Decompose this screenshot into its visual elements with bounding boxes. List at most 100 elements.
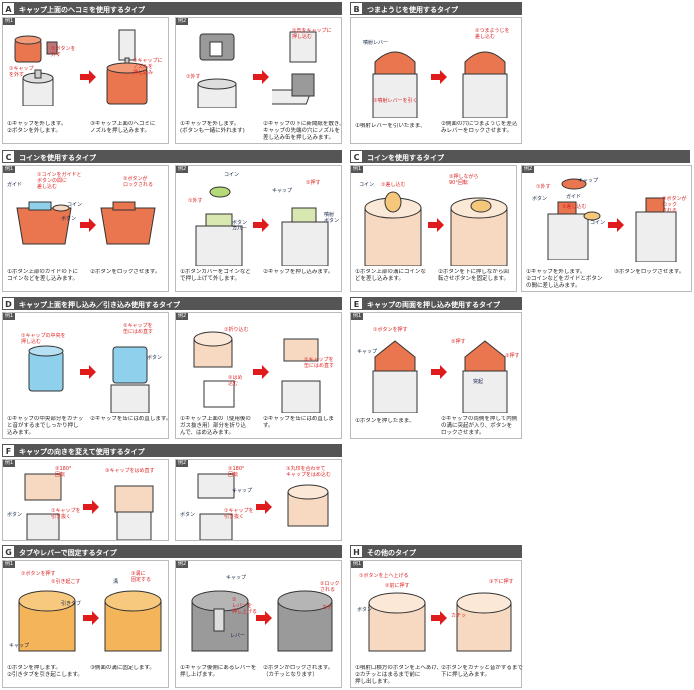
label-button: ボタン xyxy=(61,216,76,222)
caption-d2-right: ②キャップを缶にはめ直しま す。 xyxy=(263,416,343,430)
caption-a1-left: ①キャップを外します。 ②ボタンを外します。 xyxy=(7,121,87,135)
label-guide: ガイド xyxy=(7,182,22,188)
callout-refit-cap: ③キャップをはめ直す xyxy=(105,468,154,474)
coin-slot-illustration xyxy=(357,186,429,266)
label-coin: コイン xyxy=(224,172,239,178)
caption-g1-left: ①ボタンを押します。 ②引きタブを引き起こします。 xyxy=(7,665,91,679)
callout-rotate-180: ②180° 回転 xyxy=(228,466,245,478)
label-cap: キャップ xyxy=(578,178,598,184)
cap-rotate-illustration xyxy=(13,468,79,540)
caption-c1a-left: ①ボタン上部のガイドの下に コインなどを差し込みます。 xyxy=(7,269,91,283)
caption-c2a-left: ①ボタン上部の溝にコインな どを差し込みます。 xyxy=(355,269,439,283)
caption-c1b-right: ②キャップを押し込みます。 xyxy=(263,269,343,276)
toothpick-lock-illustration xyxy=(455,32,515,118)
example-box-g1: 例1 ①ボタンを押す ②引き起こす 引きタブ キャップ 溝 ③溝に 固定する ①… xyxy=(2,560,169,688)
button-locked-illustration xyxy=(95,188,165,248)
label-button: ボタン xyxy=(7,512,22,518)
lever-cap-illustration xyxy=(184,579,254,657)
callout-remove: ①外す xyxy=(188,198,202,204)
label-cap: キャップ xyxy=(272,188,292,194)
callout-fix-in-groove: ③溝に 固定する xyxy=(131,571,151,583)
example-box-e1: 例1 ①ボタンを押す キャップ ②押す ②押す 突起 ①ボタンを押したまま、 ②… xyxy=(350,312,522,439)
label-cap: キャップ xyxy=(357,349,377,355)
label-lever: レバー xyxy=(230,633,245,639)
callout-pull-cap: ①キャップを 引き抜く xyxy=(51,508,80,520)
step-arrow-icon xyxy=(428,218,444,232)
example-box-c1b: 例2 コイン ①外す ボタン カバー キャップ ②押す 噴射 ボタン ①ボタンカ… xyxy=(175,165,342,292)
callout-remove-cap: ①キャップ を外す xyxy=(9,66,33,78)
cap-align-illustration xyxy=(278,482,338,540)
callout-press-center: ①キャップの中央を 押し込む xyxy=(21,333,65,345)
example-tag: 例1 xyxy=(351,166,363,173)
callout-remove: ①外す xyxy=(186,74,200,80)
example-box-f1: 例1 ②180° 回転 ボタン ①キャップを 引き抜く ③キャップをはめ直す xyxy=(2,459,169,541)
example-tag: 例1 xyxy=(3,166,15,173)
callout-insert-coin: ①コインをガイドと ボタンの間に 差し込む xyxy=(37,172,81,190)
caption-d2-left: ①キャップ上面の（使用後の ガス抜き用）部分を折り込 んで、はめ込みます。 xyxy=(180,416,264,437)
caption-b-right: ②側面の穴につまようじを差込 みレバーをロックさせます。 xyxy=(441,121,523,135)
label-coin: コイン xyxy=(590,220,605,226)
callout-spray-lever: 噴射レバー xyxy=(363,40,388,46)
step-arrow-icon xyxy=(431,70,447,84)
callout-push-left: ②押す xyxy=(451,339,465,345)
step-arrow-icon xyxy=(431,365,447,379)
caption-d1-right: ②キャップを缶にはめ直します。 xyxy=(90,416,170,423)
example-tag: 例2 xyxy=(176,460,188,467)
label-coin: コイン xyxy=(359,182,374,188)
label-button: ボタン xyxy=(532,196,547,202)
caption-g1-right: ③側面の溝に固定します。 xyxy=(90,665,170,672)
cap-refit-illustration xyxy=(272,325,338,413)
example-tag: 例1 xyxy=(3,313,15,320)
section-title: キャップ上面を押し込み／引き込み使用するタイプ xyxy=(19,301,180,309)
example-tag: 例2 xyxy=(176,18,188,25)
caption-c2b-left: ①キャップを外します。 ②コインなどをガイドとボタン の間に差し込みます。 xyxy=(526,269,614,290)
callout-button-locked: ②ボタンが ロックされる xyxy=(123,176,153,188)
caption-c2b-right: ③ボタンをロックさせます。 xyxy=(614,269,692,276)
example-box-d1: 例1 ①キャップの中央を 押し込む ②キャップを 缶にはめ直す ボタン ①キャッ… xyxy=(2,312,169,439)
callout-click: カチ xyxy=(322,605,332,611)
step-arrow-icon xyxy=(80,218,96,232)
callout-push: ②押す xyxy=(306,180,320,186)
callout-insert-toothpick: ②つまようじを 差し込む xyxy=(475,28,509,40)
example-box-b1: 噴射レバー ①噴射レバーを引く ②つまようじを 差し込む ①噴射レバーを引いたま… xyxy=(350,17,522,144)
callout-refit-cap: ②キャップを 缶にはめ直す xyxy=(304,357,334,369)
caption-b-left: ①噴射レバーを引いたまま、 xyxy=(355,123,439,130)
callout-refit-cap: ②キャップを 缶にはめ直す xyxy=(123,323,153,335)
tab-fixed-illustration xyxy=(99,577,165,657)
callout-pull-lever: ①噴射レバーを引く xyxy=(373,98,417,104)
gray-cap-illustration xyxy=(184,28,254,108)
label-coin: コイン xyxy=(67,202,82,208)
callout-remove: ①外す xyxy=(536,184,550,190)
caption-c2a-right: ②ボタンを下に押しながら回 転させボタンを固定します。 xyxy=(438,269,518,283)
example-tag: 例2 xyxy=(522,166,534,173)
example-box-f2: 例2 ②180° 回転 キャップ ボタン ①キャップを 引き抜く ③丸印を合わせ… xyxy=(175,459,342,541)
label-cap: キャップ xyxy=(232,488,252,494)
section-title: コインを使用するタイプ xyxy=(367,154,444,162)
callout-raise-tab: ②引き起こす xyxy=(51,579,80,585)
example-box-c2a: 例1 コイン ①差し込む ②押しながら 90°回転 ①ボタン上部の溝にコインな … xyxy=(350,165,517,292)
example-tag: 例2 xyxy=(176,561,188,568)
example-box-h1: 例1 ①ボタンを上へ上げる ②前に押す ボタン ③下に押す カチッ ①噴射口横方… xyxy=(350,560,522,688)
section-title: つまようじを使用するタイプ xyxy=(367,6,458,14)
caption-c1a-right: ②ボタンをロックさせます。 xyxy=(90,269,170,276)
example-box-c1a: 例1 ①コインをガイドと ボタンの間に 差し込む ガイド コイン ボタン ②ボタ… xyxy=(2,165,169,292)
cap-rotate-illustration xyxy=(186,468,252,540)
step-arrow-icon xyxy=(253,365,269,379)
label-cap: キャップ xyxy=(9,643,29,649)
rotate-button-illustration xyxy=(443,186,515,266)
step-arrow-icon xyxy=(83,611,99,625)
label-button: ボタン xyxy=(180,512,195,518)
section-title: キャップの両面を押し込み使用するタイプ xyxy=(367,301,500,309)
step-arrow-icon xyxy=(83,500,99,514)
example-box-d2: 例2 ①折り込む ②はめ 込む ②キャップを 缶にはめ直す ①キャップ上面の（使… xyxy=(175,312,342,439)
example-tag: 例1 xyxy=(3,460,15,467)
step-arrow-icon xyxy=(431,611,447,625)
callout-rotate-180: ②180° 回転 xyxy=(55,466,72,478)
section-title: キャップ上面のヘコミを使用するタイプ xyxy=(19,6,145,14)
example-tag: 例1 xyxy=(3,18,15,25)
